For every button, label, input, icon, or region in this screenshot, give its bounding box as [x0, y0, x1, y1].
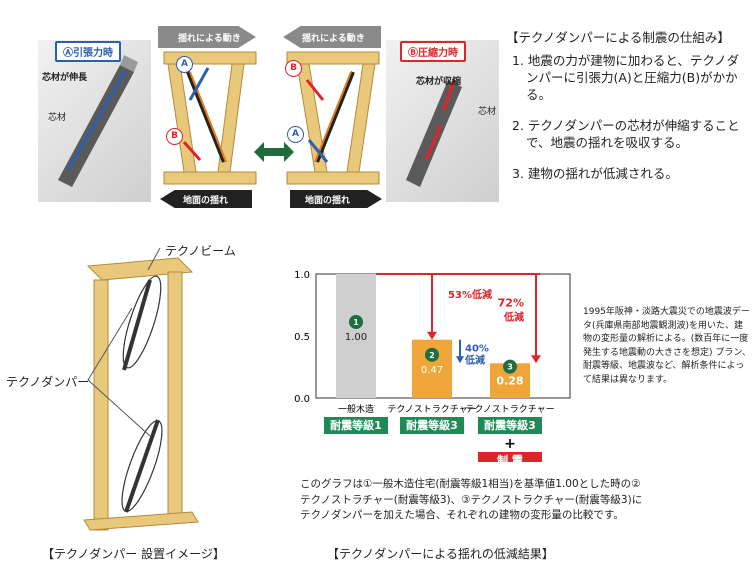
- y-tick-label: 0.0: [294, 394, 310, 405]
- frame-left-drawing: [163, 51, 257, 185]
- tension-badge: Ⓐ引張力時: [55, 41, 121, 62]
- ground-arrow-left: [160, 190, 252, 208]
- category-label-2: テクノストラクチャー: [387, 404, 476, 415]
- mechanism-title: 【テクノダンパーによる制震の仕組み】: [506, 30, 730, 45]
- stretch-arrow-icon: [66, 69, 128, 171]
- analysis-note: 1995年阪神・淡路大震災での地震波データ(兵庫県南部地震観測波)を用いた、建物…: [583, 307, 751, 385]
- pct-72-sub: 低減: [503, 311, 524, 324]
- mechanism-steps: 1. 地震の力が建物に加わると、テクノダンパーに引張力(A)と圧縮力(B)がかか…: [512, 52, 747, 196]
- category-label-1: 一般木造: [338, 403, 374, 415]
- mark-b-left: B: [166, 128, 183, 145]
- core-label-right: 芯材: [478, 107, 497, 117]
- grade-label-1: 耐震等級1: [330, 418, 382, 432]
- install-caption: 【テクノダンパー 設置イメージ】: [42, 547, 225, 561]
- marker-1: [349, 315, 363, 329]
- chart-caption: 【テクノダンパーによる揺れの低減結果】: [327, 547, 554, 561]
- grade-box-1: [324, 417, 388, 434]
- category-label-3: テクノストラクチャー: [465, 404, 554, 415]
- swap-arrow-icon: [254, 142, 294, 162]
- pct-40-sub: 低減: [464, 354, 485, 367]
- arrow-40-head: [456, 356, 464, 364]
- sway-label-right: 揺れによる動き: [302, 34, 365, 44]
- bar-1: [336, 274, 376, 398]
- compression-badge: Ⓑ圧縮力時: [400, 41, 466, 62]
- sway-arrow-left: [158, 26, 256, 48]
- shrink-label: 芯材が収縮: [416, 77, 462, 87]
- grade-box-2: [400, 417, 464, 434]
- chart-description: このグラフは①一般木造住宅(耐震等級1相当)を基準値1.00とした時の②テクノス…: [300, 478, 643, 521]
- mark-a-right: A: [287, 126, 304, 143]
- shrink-arrow-down-icon: [442, 79, 456, 111]
- core-label-left: 芯材: [48, 113, 67, 123]
- arrow-53-head: [427, 331, 437, 340]
- pct-53-label: 53%低減: [448, 288, 492, 301]
- step-3: 3. 建物の揺れが低減される。: [512, 166, 678, 181]
- ground-label-right: 地面の揺れ: [305, 196, 351, 206]
- tension-arrow-icon-right: [307, 139, 329, 163]
- compression-arrow-icon-right: [305, 79, 325, 101]
- stretch-label: 芯材が伸長: [42, 73, 88, 83]
- pct-40-label: 40%: [465, 344, 489, 355]
- sway-arrow-right: [283, 26, 381, 48]
- install-frame-drawing: [83, 257, 199, 531]
- mark-a-left: A: [176, 56, 193, 73]
- tension-panel: [38, 40, 151, 202]
- tension-arrow-icon: [188, 67, 210, 101]
- install-leader-lines: [87, 247, 161, 437]
- plus-sign: +: [504, 436, 516, 452]
- grade-label-2: 耐震等級3: [406, 418, 458, 432]
- compression-arrow-icon: [182, 141, 202, 161]
- ground-arrow-right: [290, 190, 382, 208]
- y-tick-label: 1.0: [294, 270, 310, 281]
- step-1: 1. 地震の力が建物に加わると、テクノダンパーに引張力(A)と圧縮力(B)がかか…: [512, 53, 740, 102]
- step-2: 2. テクノダンパーの芯材が伸縮することで、地震の揺れを吸収する。: [512, 118, 740, 150]
- value-label-2: 0.47: [421, 365, 443, 376]
- grade-label-3: 耐震等級3: [484, 418, 536, 432]
- sway-label-left: 揺れによる動き: [178, 34, 241, 44]
- frame-right-drawing: [286, 51, 380, 185]
- y-tick-label: 0.5: [294, 332, 310, 343]
- marker-text-2: 2: [429, 351, 435, 360]
- marker-3: [503, 359, 517, 374]
- grade-box-3: [478, 417, 542, 434]
- damper-label: テクノダンパー: [6, 375, 90, 389]
- extra-box: [478, 452, 542, 462]
- compression-panel: [386, 40, 499, 202]
- marker-text-3: 3: [507, 363, 513, 372]
- compression-damper-drawing: [406, 79, 462, 187]
- marker-text-1: 1: [353, 318, 359, 327]
- ground-label-left: 地面の揺れ: [183, 196, 229, 206]
- marker-2: [425, 347, 439, 362]
- mark-b-right: B: [285, 60, 302, 77]
- beam-label: テクノビーム: [165, 244, 236, 258]
- value-label-3: 0.28: [496, 375, 523, 388]
- value-label-1: 1.00: [345, 332, 367, 343]
- extra-label: 制 震: [497, 453, 524, 462]
- shrink-arrow-up-icon: [424, 124, 443, 161]
- tension-damper-drawing: [58, 55, 138, 187]
- arrow-72-head: [531, 355, 541, 364]
- pct-72-label: 72%: [498, 297, 524, 310]
